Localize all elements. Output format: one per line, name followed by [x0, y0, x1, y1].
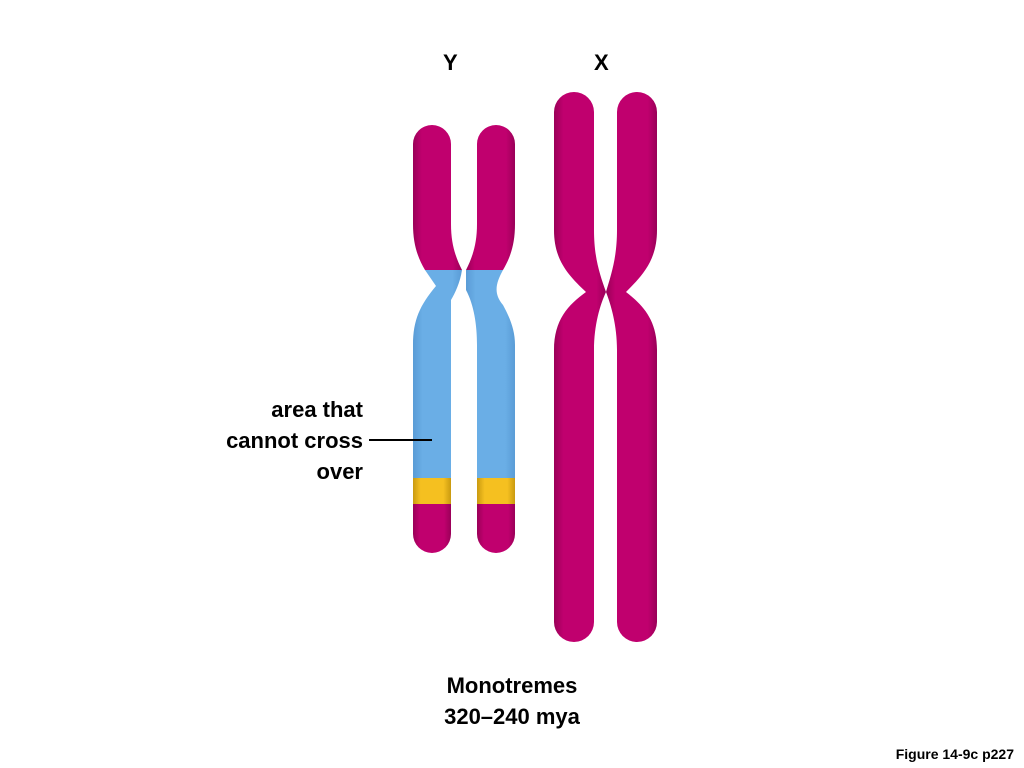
diagram-caption: Monotremes 320–240 mya — [412, 670, 612, 732]
x-chromosome-right-chromatid — [606, 92, 657, 642]
crossover-annotation: area that cannot cross over — [160, 394, 363, 487]
y-right-top-arm — [466, 125, 515, 270]
figure-reference: Figure 14-9c p227 — [895, 746, 1014, 762]
y-chromosome-left-chromatid — [413, 125, 462, 553]
x-chromosome-left-chromatid — [554, 92, 606, 642]
caption-line-2: 320–240 mya — [444, 704, 580, 729]
y-chromosome-label: Y — [443, 50, 458, 75]
y-right-yellow-band — [477, 478, 515, 504]
y-right-blue-region — [466, 270, 515, 478]
y-left-blue-region — [413, 270, 462, 478]
annotation-line-2: cannot cross — [226, 428, 363, 453]
y-left-yellow-band — [413, 478, 451, 504]
caption-line-1: Monotremes — [446, 673, 578, 698]
y-left-bottom-arm — [413, 504, 451, 553]
y-right-bottom-arm — [477, 504, 515, 553]
x-chromosome-label: X — [594, 50, 609, 75]
annotation-line-3: over — [316, 459, 363, 484]
y-chromosome-right-chromatid — [466, 125, 515, 553]
annotation-line-1: area that — [271, 397, 363, 422]
y-left-top-arm — [413, 125, 462, 270]
